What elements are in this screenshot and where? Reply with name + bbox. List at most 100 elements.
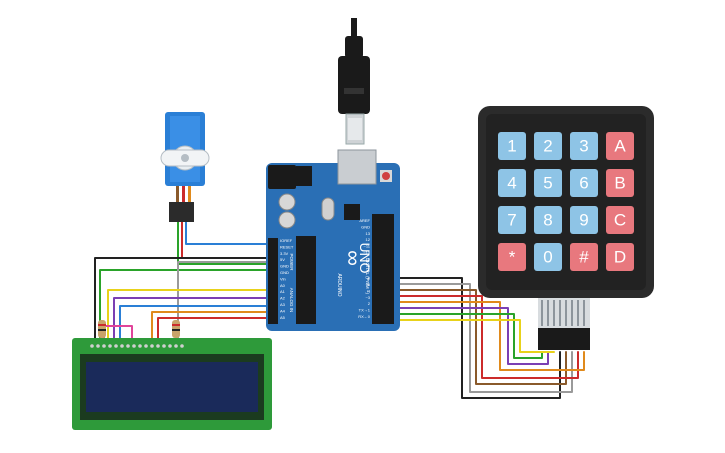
digital-pin-label: ~10 [363, 250, 371, 255]
keypad-key-face [606, 243, 634, 271]
servo-motor-icon[interactable] [160, 112, 210, 222]
power-pin-label: 5V [280, 257, 285, 262]
usb-cable-icon[interactable] [338, 18, 370, 145]
keypad-key-face [570, 169, 598, 197]
keypad-key[interactable]: * [498, 243, 526, 271]
power-pin-label: Vin [280, 276, 286, 281]
wire-keypad-purple[interactable] [397, 307, 549, 365]
digital-pin-label: GND [361, 224, 370, 229]
keypad-key-face [606, 169, 634, 197]
resistor-icon-2[interactable] [172, 320, 180, 338]
arduino-brand-label: ARDUINO [336, 273, 342, 296]
arduino-uno-board[interactable]: ∞ UNO ARDUINO DIGITAL (PWM ~) ANALOG IN … [266, 149, 400, 331]
lcd-header-pin [138, 344, 142, 348]
lcd-header-pin [120, 344, 124, 348]
keypad-key[interactable]: 9 [570, 206, 598, 234]
keypad-key[interactable]: B [606, 169, 634, 197]
keypad-key[interactable]: D [606, 243, 634, 271]
lcd-header-pin [114, 344, 118, 348]
keypad-key-face [606, 206, 634, 234]
wire-keypad-black[interactable] [397, 277, 561, 399]
keypad-key[interactable]: C [606, 206, 634, 234]
keypad-key-label: 3 [579, 137, 588, 156]
power-pin-label: A4 [280, 308, 286, 313]
keypad-key-label: # [579, 248, 589, 267]
lcd-16x2-icon[interactable] [72, 338, 272, 430]
wire-keypad-yellow[interactable] [397, 319, 555, 353]
keypad-key-label: D [614, 248, 626, 267]
keypad-connector-pin [571, 300, 573, 326]
digital-pin-label: 8 [368, 263, 371, 268]
wire-lcd-yellow[interactable] [107, 289, 269, 339]
wire-lcd-gray[interactable] [177, 261, 269, 339]
wire-lcd-blue[interactable] [119, 305, 269, 339]
digital-pin-label: 2 [368, 301, 371, 306]
keypad-key[interactable]: 8 [534, 206, 562, 234]
arduino-model-label: UNO [357, 242, 373, 273]
wire-lcd-red[interactable] [157, 317, 269, 339]
keypad-connector-pin [577, 300, 579, 326]
wire-keypad-brown[interactable] [397, 289, 567, 385]
lcd-header-pin [126, 344, 130, 348]
keypad-connector-pin [541, 300, 543, 326]
keypad-key[interactable]: 4 [498, 169, 526, 197]
digital-pins-label: DIGITAL (PWM ~) [365, 258, 370, 295]
keypad-key-face [570, 206, 598, 234]
keypad-key[interactable]: 6 [570, 169, 598, 197]
keypad-key-label: C [614, 211, 626, 230]
keypad-key-label: 1 [507, 137, 516, 156]
keypad-key[interactable]: 2 [534, 132, 562, 160]
wire-servo-signal[interactable] [185, 221, 301, 245]
keypad-key[interactable]: 1 [498, 132, 526, 160]
keypad-key[interactable]: # [570, 243, 598, 271]
power-pin-label: IOREF [280, 238, 293, 243]
keypad-key-label: A [614, 137, 626, 156]
power-pin-label: A1 [280, 289, 286, 294]
digital-pin-label: TX→1 [359, 308, 371, 313]
keypad-connector-pin [559, 300, 561, 326]
digital-pin-label: ~9 [365, 256, 370, 261]
lcd-header-pin [156, 344, 160, 348]
analog-pins-label: ANALOG IN [289, 288, 294, 313]
keypad-key[interactable]: 5 [534, 169, 562, 197]
digital-pin-label: RX←0 [358, 314, 371, 319]
keypad-connector-pin [583, 300, 585, 326]
keypad-key[interactable]: 3 [570, 132, 598, 160]
keypad-key-label: 6 [579, 174, 588, 193]
wire-keypad-orange[interactable] [397, 301, 585, 371]
keypad-connector-pin [553, 300, 555, 326]
wire-keypad-green[interactable] [397, 313, 543, 359]
keypad-key-face [534, 169, 562, 197]
keypad-connector [538, 298, 590, 350]
lcd-header-pin [102, 344, 106, 348]
lcd-header-pin [108, 344, 112, 348]
lcd-header-pin [180, 344, 184, 348]
keypad-key[interactable]: A [606, 132, 634, 160]
keypad-key-face [498, 206, 526, 234]
keypad-key-face [534, 132, 562, 160]
digital-pin-label: AREF [359, 218, 370, 223]
power-pin-label: 3.3V [280, 251, 289, 256]
wire-lcd-5v-black[interactable] [94, 257, 269, 339]
resistor-icon[interactable] [98, 320, 106, 338]
digital-pin-label: 7 [368, 269, 371, 274]
keypad-key[interactable]: 7 [498, 206, 526, 234]
lcd-header-pin [162, 344, 166, 348]
keypad-key[interactable]: 0 [534, 243, 562, 271]
lcd-header-pin [174, 344, 178, 348]
keypad-connector-pin [565, 300, 567, 326]
lcd-header-pin [150, 344, 154, 348]
keypad-key-label: 5 [543, 174, 552, 193]
power-pin-label: A2 [280, 296, 286, 301]
wire-lcd-purple[interactable] [113, 297, 269, 339]
wire-lcd-gnd-green[interactable] [99, 269, 269, 339]
wire-lcd-orange[interactable] [151, 311, 269, 339]
keypad-key-face [498, 132, 526, 160]
wire-servo-power[interactable] [181, 221, 269, 259]
